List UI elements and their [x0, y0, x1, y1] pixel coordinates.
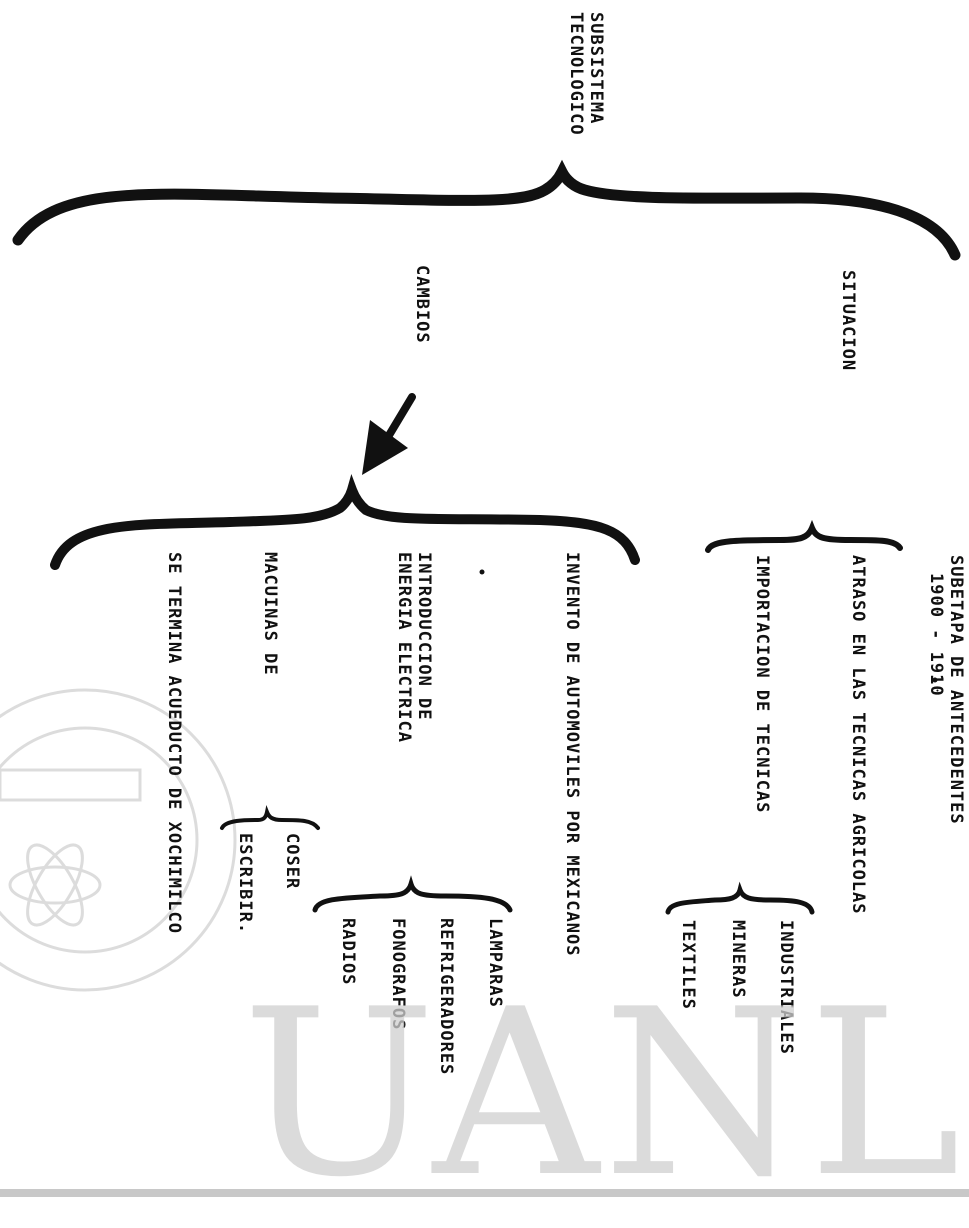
importacion-brace: [665, 881, 815, 915]
university-seal-watermark: [0, 688, 237, 992]
cambios-item-acueducto: SE TERMINA ACUEDUCTO DE XOCHIMILCO: [164, 552, 184, 934]
main-brace: [12, 159, 961, 261]
root-title-line1: SUBSISTEMA: [586, 12, 606, 125]
energia-line2: ENERGIA ELECTRICA: [394, 552, 414, 743]
root-title: SUBSISTEMA TECNOLOGICO: [566, 12, 606, 136]
dot-mark: [932, 677, 938, 683]
situacion-item-importacion: IMPORTACION DE TECNICAS: [752, 555, 772, 814]
watermark-bar: [0, 1189, 969, 1197]
uanl-watermark: UANL: [242, 961, 965, 1228]
root-title-line2: TECNOLOGICO: [566, 12, 586, 136]
dot-mark: [479, 569, 485, 575]
energia-line1: INTRODUCCION DE: [414, 552, 434, 721]
maquinas-brace: [220, 805, 320, 830]
bracket-layer: [0, 159, 961, 992]
cambios-label: CAMBIOS: [412, 265, 432, 344]
cambios-item-energia: INTRODUCCION DE ENERGIA ELECTRICA: [394, 552, 434, 743]
energia-brace: [312, 875, 513, 913]
diagram-canvas: SUBSISTEMA TECNOLOGICO SITUACION SUBETAP…: [0, 12, 969, 1228]
situacion-brace: [705, 519, 903, 553]
situacion-subtitle: SUBETAPA DE ANTECEDENTES 1900 - 1910: [926, 555, 966, 825]
arrow-icon: [362, 393, 416, 475]
cambios-item-automoviles: INVENTO DE AUTOMOVILES POR MEXICANOS: [562, 552, 582, 957]
subtitle-line1: SUBETAPA DE ANTECEDENTES: [946, 555, 966, 825]
situacion-label: SITUACION: [838, 270, 858, 372]
maquinas-sub-coser: COSER: [282, 833, 302, 890]
situacion-item-agricolas: ATRASO EN LAS TECNICAS AGRICOLAS: [848, 555, 868, 915]
cambios-item-maquinas: MACUINAS DE: [260, 552, 280, 676]
cambios-brace: [50, 474, 640, 570]
maquinas-sub-escribir: ESCRIBIR.: [235, 833, 255, 935]
subtitle-line2: 1900 - 1910: [926, 573, 946, 697]
